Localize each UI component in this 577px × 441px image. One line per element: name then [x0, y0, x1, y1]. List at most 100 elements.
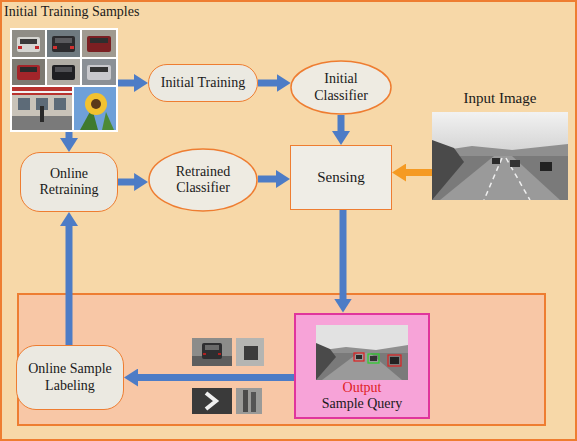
sample-thumbnails — [251, 392, 256, 412]
flow-arrow — [400, 169, 432, 176]
sample-photos — [18, 98, 30, 110]
sample-photos — [102, 112, 114, 130]
output-screenshot — [370, 356, 377, 361]
process-box-text-area: Initial Training — [161, 75, 245, 91]
sample-thumbnails — [236, 338, 264, 366]
sample-thumbnails — [236, 388, 262, 414]
flow-arrow — [132, 374, 294, 381]
sample-thumbnails — [205, 345, 219, 350]
flow-arrow — [338, 115, 345, 137]
process-box-text-area: Online Retraining — [29, 166, 109, 198]
sample-photos — [35, 46, 39, 49]
sample-photos — [18, 46, 22, 49]
classifier-ellipse: Retrained Classifier — [148, 148, 258, 212]
process-box: Online Retraining — [20, 152, 118, 212]
process-label: Sensing — [317, 169, 365, 186]
flow-arrow — [258, 80, 283, 87]
output-screenshot — [368, 354, 379, 363]
sample-photos — [87, 65, 111, 80]
highway-photo — [432, 140, 464, 200]
sample-photos — [52, 36, 75, 52]
sample-photos — [10, 28, 118, 132]
sample-photos — [17, 37, 40, 52]
sample-photos — [70, 46, 74, 49]
highway-photo — [510, 160, 520, 167]
sample-photos — [87, 36, 111, 52]
sample-thumbnails — [202, 343, 222, 359]
sample-photos — [12, 59, 45, 85]
sample-photos — [74, 87, 116, 130]
highway-photo — [506, 158, 530, 200]
sample-photos — [12, 87, 72, 95]
process-box: Initial Training — [148, 64, 258, 102]
sample-photos — [47, 59, 80, 85]
sample-photos — [85, 93, 107, 115]
output-screenshot — [390, 357, 399, 364]
flow-arrow — [258, 176, 282, 183]
highway-photo — [540, 162, 552, 171]
flow-arrow — [340, 210, 347, 305]
sample-thumbnails — [243, 390, 248, 412]
sample-photos — [54, 98, 66, 110]
sensing-box: Sensing — [290, 145, 392, 210]
sample-photos — [20, 39, 37, 44]
input-image-text-area: Input Image — [432, 90, 568, 107]
sample-thumbnails — [192, 338, 232, 366]
sample-photos — [53, 46, 57, 49]
sample-query-box-text-area: OutputSample Query — [316, 315, 408, 412]
sample-photos — [52, 65, 75, 80]
sensing-box-text-area: Sensing — [317, 169, 365, 186]
classifier-label: Retrained Classifier — [165, 164, 241, 196]
sample-photos — [90, 38, 108, 43]
box-label: Sample Query — [322, 396, 402, 412]
flow-arrow — [118, 80, 140, 87]
output-label: Output — [343, 380, 382, 396]
classifier-label: Initial Classifier — [305, 71, 377, 103]
highway-photo — [432, 112, 568, 200]
sample-photos — [47, 30, 80, 57]
classifier-ellipse-text-area: Initial Classifier — [305, 71, 377, 103]
process-label: Online Sample Labeling — [25, 361, 115, 393]
highway-photo — [484, 158, 502, 200]
sample-photos — [82, 30, 116, 57]
sample-photos — [55, 67, 72, 72]
process-box: Online Sample Labeling — [16, 345, 124, 410]
flow-arrow — [118, 179, 140, 186]
sample-photos — [20, 67, 37, 72]
sample-query-box: OutputSample Query — [294, 313, 430, 419]
sample-thumbnails — [192, 388, 232, 414]
sample-photos — [12, 91, 72, 93]
sample-photos — [12, 87, 72, 130]
ellipse-outline — [291, 61, 391, 114]
sample-images: Initial Training Samples — [10, 28, 118, 132]
sample-photos — [82, 59, 116, 85]
classifier-ellipse-text-area: Retrained Classifier — [165, 164, 241, 196]
sample-photos — [91, 99, 101, 109]
process-box-text-area: Online Sample Labeling — [25, 361, 115, 393]
panel-heading: Initial Training Samples — [4, 4, 139, 20]
highway-photo — [492, 158, 500, 164]
sample-photos — [10, 28, 118, 132]
output-screenshot — [316, 343, 336, 380]
sample-photos — [12, 30, 45, 57]
flow-arrow — [66, 132, 73, 144]
image-heading: Input Image — [464, 90, 537, 107]
output-screenshot — [316, 325, 408, 380]
process-label: Initial Training — [161, 75, 245, 91]
output-screenshot — [388, 355, 401, 366]
flow-arrow — [66, 220, 73, 345]
sample-photos — [55, 38, 72, 43]
sample-thumbnails — [244, 346, 258, 360]
ellipse-outline — [149, 149, 257, 211]
sample-thumbnails — [206, 393, 216, 409]
sample-images-text-area: Initial Training Samples — [4, 4, 139, 20]
input-image: Input Image — [432, 112, 568, 200]
classifier-ellipse: Initial Classifier — [290, 60, 392, 115]
output-screenshot — [356, 355, 362, 359]
sample-photos — [40, 106, 44, 122]
sample-thumbnails — [203, 353, 206, 355]
output-screenshot — [354, 353, 364, 361]
